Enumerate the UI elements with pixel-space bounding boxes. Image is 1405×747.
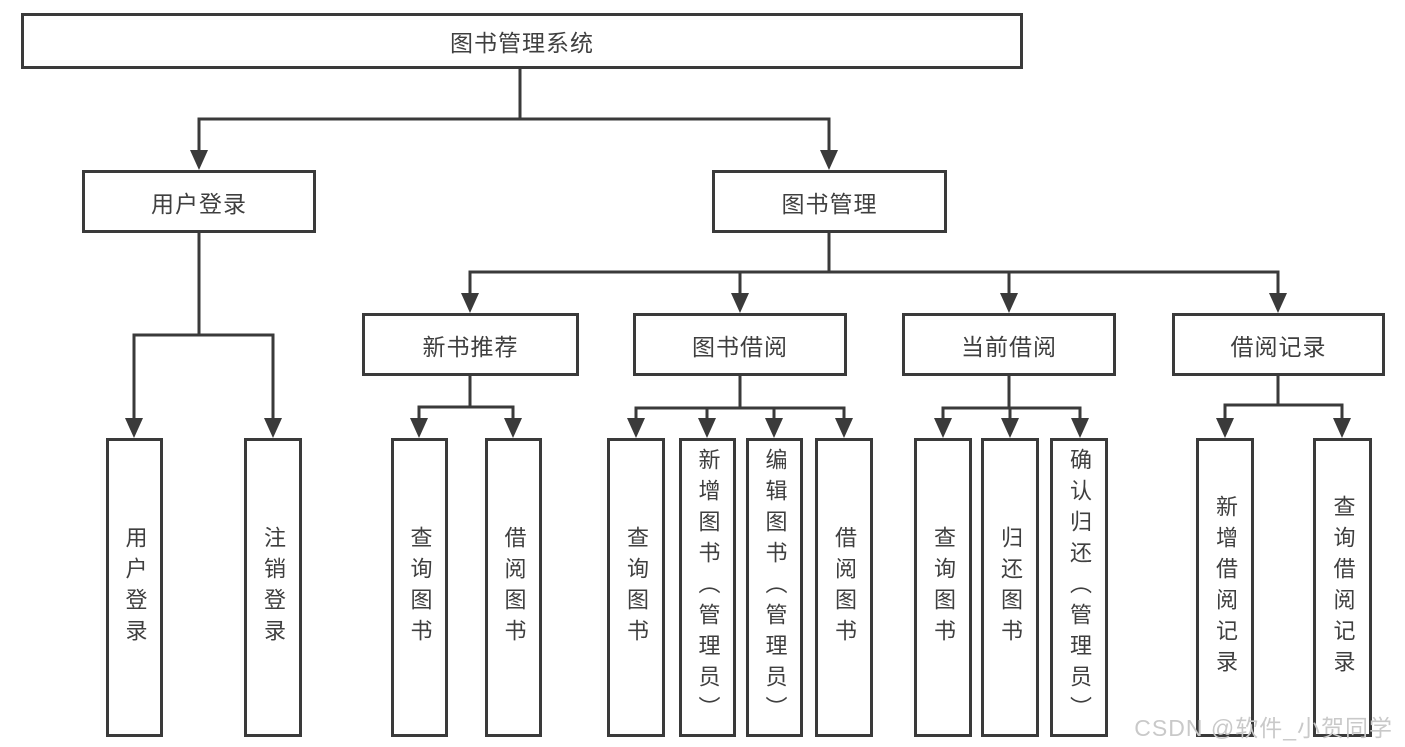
node-label: 查询图书 [624,525,649,650]
node-label: 新增借阅记录 [1213,494,1238,681]
node-label: 用户登录 [122,525,148,650]
node-label: 借阅图书 [501,525,527,650]
node-root-library-system: 图书管理系统 [21,13,1023,69]
csdn-watermark: CSDN @软件_小贺同学 [1134,715,1393,741]
node-label: 查询图书 [407,525,433,650]
arrowhead-icons [125,150,1351,438]
leaf-query-books-2: 查询图书 [607,438,665,737]
node-label: 图书借阅 [692,333,788,360]
node-label: 注销登录 [261,525,286,650]
leaf-borrow-books-2: 借阅图书 [815,438,873,737]
leaf-add-books-admin: 新增图书（管理员） [679,438,736,737]
leaf-logout: 注销登录 [244,438,302,737]
node-label: 归还图书 [998,525,1023,650]
node-label: 编辑图书（管理员） [762,448,788,727]
node-current-borrowing: 当前借阅 [902,313,1116,376]
node-label: 查询借阅记录 [1330,494,1356,681]
node-label: 用户登录 [151,190,247,217]
leaf-query-books-1: 查询图书 [391,438,448,737]
leaf-confirm-return-admin: 确认归还（管理员） [1050,438,1108,737]
node-label: 图书管理 [781,190,878,217]
node-borrowing-records: 借阅记录 [1172,313,1385,376]
leaf-add-borrow-record: 新增借阅记录 [1196,438,1254,737]
node-label: 新书推荐 [422,333,519,360]
node-label: 当前借阅 [961,333,1057,360]
node-label: 借阅图书 [832,525,857,650]
node-label: 借阅记录 [1230,333,1327,360]
leaf-edit-books-admin: 编辑图书（管理员） [746,438,803,737]
node-user-login: 用户登录 [82,170,316,233]
node-new-book-recommend: 新书推荐 [362,313,579,376]
leaf-query-books-3: 查询图书 [914,438,972,737]
node-label: 确认归还（管理员） [1067,448,1092,727]
leaf-return-books: 归还图书 [981,438,1039,737]
node-book-management: 图书管理 [712,170,947,233]
node-label: 新增图书（管理员） [695,448,721,727]
node-book-borrowing: 图书借阅 [633,313,847,376]
leaf-user-login: 用户登录 [106,438,163,737]
node-label: 查询图书 [931,525,956,650]
node-label: 图书管理系统 [450,30,594,56]
leaf-query-borrow-record: 查询借阅记录 [1313,438,1372,737]
leaf-borrow-books-1: 借阅图书 [485,438,542,737]
